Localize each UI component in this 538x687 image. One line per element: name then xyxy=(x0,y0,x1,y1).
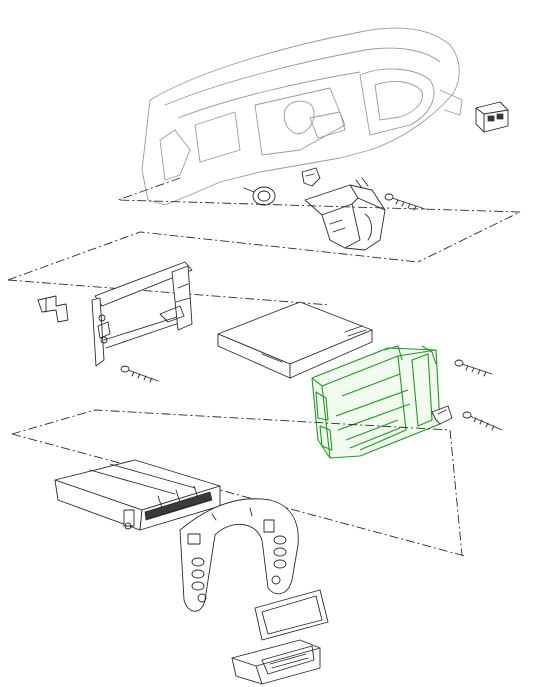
mounting-frame xyxy=(91,261,193,367)
upper-mounting-bracket xyxy=(304,177,386,251)
radio-unit xyxy=(217,301,373,379)
trim-bezel xyxy=(179,498,299,612)
storage-pocket xyxy=(231,639,321,685)
faceplate xyxy=(254,589,329,641)
assembly-boundary-1 xyxy=(7,177,521,281)
screw-upper xyxy=(384,193,426,211)
grommet-part xyxy=(243,186,276,206)
spring-clip xyxy=(431,405,453,425)
highlighted-radio-bracket xyxy=(311,345,441,459)
lower-control-unit xyxy=(54,459,221,531)
connector-bracket xyxy=(475,101,509,133)
assembly-boundary-2 xyxy=(11,409,466,557)
clip-part xyxy=(301,167,321,187)
side-clip xyxy=(37,295,69,323)
screw-right-upper xyxy=(454,359,493,377)
screw-right-lower xyxy=(462,411,503,431)
dashboard-panel xyxy=(141,27,463,206)
screw-left xyxy=(120,365,159,383)
